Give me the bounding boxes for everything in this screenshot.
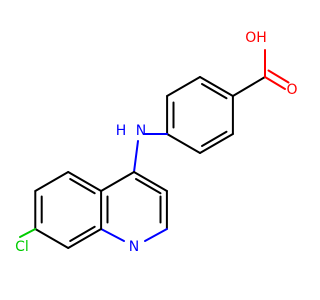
bond-c10-c11: [199, 133, 234, 154]
bond-ring-n-q5: [100, 228, 125, 242]
amine-hydrogen-label: H: [116, 123, 127, 139]
quinoline-ring-system: [34, 171, 168, 249]
quinoline-nitrogen-label: N: [129, 239, 139, 255]
bond-ring-to-carboxyl: [231, 76, 266, 97]
aromatic-inner-bond-1: [201, 83, 228, 100]
molecule-diagram-canvas: OH O N H N Cl: [15, 30, 298, 255]
carboxylic-acid-group: [231, 49, 290, 97]
bond-c8-c9: [199, 76, 234, 97]
bond-ring-to-chlorine: [19, 228, 37, 238]
hydroxyl-label: OH: [245, 30, 267, 46]
benzoic-acid-ring: [166, 76, 234, 154]
bond-carbonyl-1: [264, 76, 286, 90]
bond-amine-to-quinoline: [133, 140, 139, 173]
atom-labels: OH O N H N Cl: [15, 30, 297, 255]
bond-q6-q7: [67, 171, 103, 192]
bond-q1-q2: [133, 171, 168, 192]
carbonyl-oxygen-label: O: [286, 82, 297, 98]
bond-q9-q10: [34, 228, 70, 249]
bond-q10-q5: [67, 228, 103, 249]
bond-q6-q1: [100, 171, 135, 192]
quinoline-inner-bond-4: [69, 178, 96, 195]
quinoline-inner-bond-1: [135, 178, 162, 195]
molecule-structure: OH O N H N Cl: [15, 30, 297, 255]
amine-nitrogen-label: N: [136, 123, 146, 139]
bond-q7-q8: [34, 171, 70, 192]
bond-q3-ring-n: [144, 228, 168, 242]
bond-carbonyl-2: [267, 69, 290, 84]
quinoline-inner-bond-6: [69, 225, 96, 242]
chlorine-substituent: [19, 228, 37, 238]
amine-linker: [133, 133, 169, 173]
chlorine-label: Cl: [15, 239, 29, 255]
bond-c13-c8: [166, 76, 201, 97]
aromatic-inner-bond-2: [201, 130, 228, 147]
bond-c11-c12: [166, 133, 201, 154]
